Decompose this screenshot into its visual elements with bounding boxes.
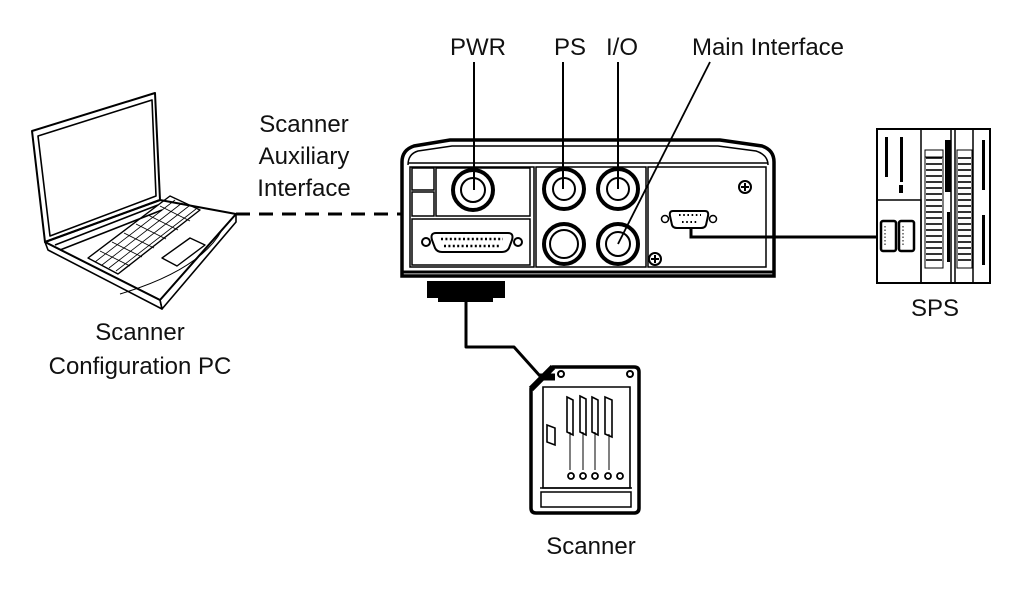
aux-db25-port (421, 232, 523, 253)
aux-interface-label-line3: Interface (257, 175, 350, 202)
aux-interface-label-line2: Auxiliary (259, 143, 350, 170)
connection-box-icon (400, 138, 776, 302)
main-interface-connection (689, 228, 890, 239)
scanner-connection (464, 302, 542, 378)
ps-label: PS (554, 34, 586, 61)
plc-port (879, 219, 916, 253)
aux-interface-label-line1: Scanner (259, 111, 348, 138)
laptop-icon (31, 92, 237, 310)
main-interface-label: Main Interface (692, 34, 844, 61)
plc-icon (876, 128, 991, 284)
screw-icon (648, 252, 662, 266)
sps-label: SPS (911, 295, 959, 322)
main-interface-connector (596, 222, 640, 266)
scanner-label: Scanner (546, 533, 635, 560)
scanner-icon (528, 364, 641, 515)
pwr-label: PWR (450, 34, 506, 61)
main-db9-port (660, 210, 718, 229)
main-interface-leader-line (617, 61, 711, 245)
pc-label-line1: Scanner (95, 319, 184, 346)
pc-label-line2: Configuration PC (49, 353, 232, 380)
io-label: I/O (606, 34, 638, 61)
screw-icon (738, 180, 752, 194)
unlabeled-connector (542, 222, 586, 266)
